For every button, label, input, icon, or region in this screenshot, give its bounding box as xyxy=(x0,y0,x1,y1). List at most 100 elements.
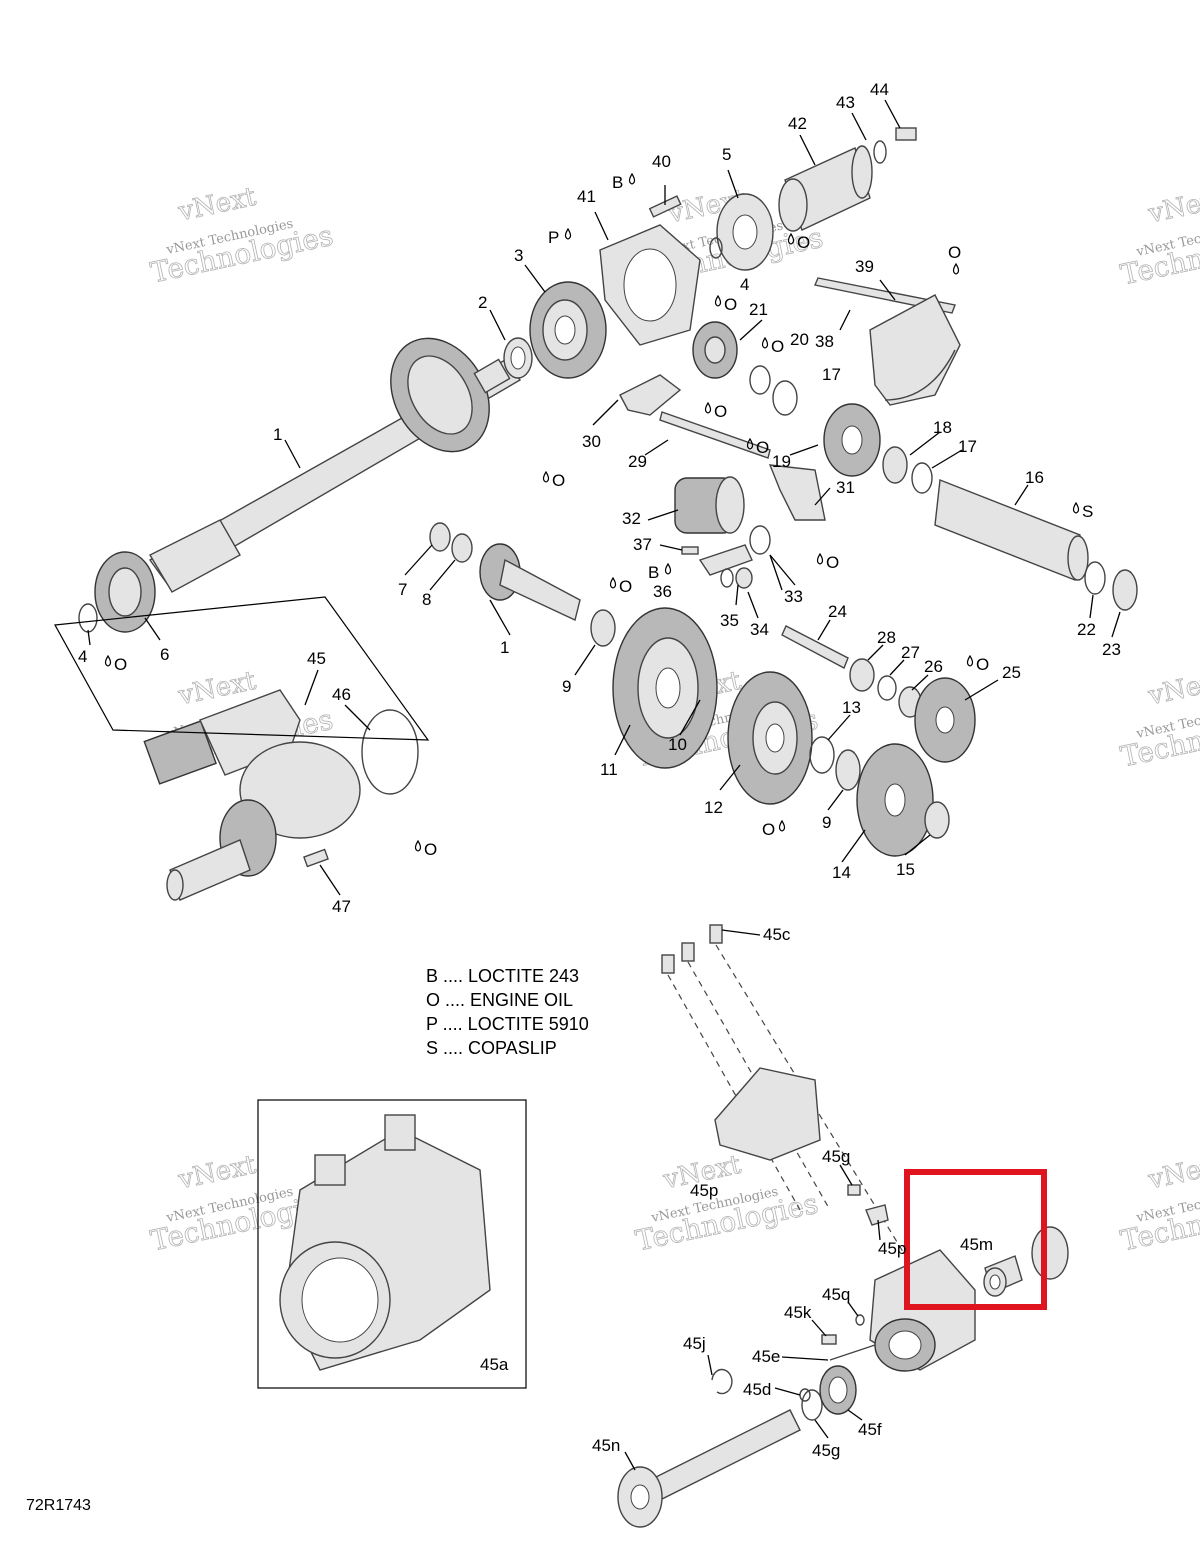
idler-shaft-part xyxy=(781,625,849,669)
figure-code: 72R1743 xyxy=(26,1497,91,1514)
lube-drop-o: O xyxy=(714,294,737,314)
callout: 45c xyxy=(763,925,791,944)
lube-drop-p: P xyxy=(548,227,572,247)
callout: 45e xyxy=(752,1347,780,1366)
svg-text:B: B xyxy=(612,173,623,192)
washer-part xyxy=(429,522,451,552)
callout: 45d xyxy=(743,1380,771,1399)
clip-part xyxy=(865,1204,889,1226)
callout: 46 xyxy=(332,685,351,704)
needle-bearing-part xyxy=(882,446,908,484)
callout: 45p xyxy=(878,1239,906,1258)
callout: 32 xyxy=(622,509,641,528)
watermark: vNext vNext Technologies Technologies xyxy=(1117,665,1200,774)
sleeve-bearing-part xyxy=(849,658,875,692)
cover-plate-part xyxy=(599,224,701,346)
callout: 3 xyxy=(514,246,523,265)
lubricant-legend: B .... LOCTITE 243 O .... ENGINE OIL P .… xyxy=(426,966,589,1058)
lube-drop-o: O xyxy=(948,243,961,275)
callout: 41 xyxy=(577,187,596,206)
bushing-part xyxy=(983,1255,1023,1297)
washer-part xyxy=(735,567,753,589)
callout: 44 xyxy=(870,80,889,99)
ring-part xyxy=(749,365,771,395)
svg-text:vNext: vNext xyxy=(175,1150,259,1196)
callout: 45 xyxy=(307,649,326,668)
screw-part xyxy=(648,195,682,218)
svg-text:Technologies: Technologies xyxy=(1118,221,1200,292)
callout: 31 xyxy=(836,478,855,497)
callout: 34 xyxy=(750,620,769,639)
actuator-part xyxy=(714,1067,821,1161)
shift-shaft-part xyxy=(814,277,961,406)
watermark: vNext vNext Technologies Technologies xyxy=(1117,183,1200,292)
lube-drop-o: O xyxy=(761,336,784,356)
callout: 45q xyxy=(822,1285,850,1304)
ring-part xyxy=(877,675,897,701)
callout: 36 xyxy=(653,582,672,601)
circlip-part xyxy=(711,1368,733,1395)
legend-item: S .... COPASLIP xyxy=(426,1038,557,1058)
callout: 25 xyxy=(1002,663,1021,682)
sensor-part xyxy=(821,1334,837,1345)
output-shaft-part xyxy=(649,1409,801,1501)
gear-hub xyxy=(884,783,906,817)
screw-part xyxy=(681,942,695,962)
lube-drop-b: B xyxy=(612,172,636,192)
svg-text:O: O xyxy=(724,295,737,314)
svg-text:Technologies: Technologies xyxy=(1118,703,1200,774)
svg-text:Technologies: Technologies xyxy=(1118,1187,1200,1258)
callout: 45p xyxy=(690,1181,718,1200)
svg-text:O: O xyxy=(619,577,632,596)
callout: 33 xyxy=(784,587,803,606)
callout: 9 xyxy=(822,813,831,832)
lube-drop-o: O xyxy=(414,839,437,859)
callout: 18 xyxy=(933,418,952,437)
callout: 45g xyxy=(822,1147,850,1166)
svg-text:vNext: vNext xyxy=(175,182,259,228)
main-shaft-part xyxy=(148,337,522,593)
svg-text:vNext: vNext xyxy=(1145,1150,1200,1196)
callout: 27 xyxy=(901,643,920,662)
pin-part xyxy=(829,1344,876,1361)
svg-text:O: O xyxy=(714,402,727,421)
o-ring-part xyxy=(855,1314,865,1326)
callout: 11 xyxy=(600,760,618,779)
callout: 9 xyxy=(562,677,571,696)
ring-part xyxy=(801,1389,823,1421)
callout: 28 xyxy=(877,628,896,647)
callout: 19 xyxy=(772,452,791,471)
pin-part xyxy=(681,546,699,555)
lube-drop-b: B xyxy=(648,562,672,582)
gear-part xyxy=(674,476,745,534)
ring-part xyxy=(1084,561,1106,595)
svg-text:O: O xyxy=(771,337,784,356)
gear-part xyxy=(727,671,813,805)
spring-part xyxy=(749,525,771,555)
needle-bearing-part xyxy=(835,749,861,791)
housing-detail-part xyxy=(279,1114,491,1371)
callout: 15 xyxy=(896,860,915,879)
svg-text:O: O xyxy=(756,438,769,457)
callout: 24 xyxy=(828,602,847,621)
callout: 10 xyxy=(668,735,687,754)
gear-hub xyxy=(841,425,863,455)
highlight-box xyxy=(904,1169,1047,1310)
callout: 7 xyxy=(398,580,407,599)
detail-view-frame xyxy=(257,1099,527,1389)
watermark: vNext vNext Technologies Technologies xyxy=(632,1149,821,1258)
legend-item: P .... LOCTITE 5910 xyxy=(426,1014,589,1034)
callout: 30 xyxy=(582,432,601,451)
callout: 2 xyxy=(478,293,487,312)
callout: 14 xyxy=(832,863,851,882)
svg-text:O: O xyxy=(424,840,437,859)
screw-part xyxy=(895,127,917,141)
watermark: vNext vNext Technologies Technologies xyxy=(147,181,336,290)
legend-item: O .... ENGINE OIL xyxy=(426,990,573,1010)
callout: 35 xyxy=(720,611,739,630)
alignment-line xyxy=(687,961,831,1211)
callout: 23 xyxy=(1102,640,1121,659)
screw-part xyxy=(709,924,723,944)
callout-labels: 1 1 2 3 4 4 5 6 7 8 9 9 10 11 12 13 14 1… xyxy=(78,80,1121,1460)
